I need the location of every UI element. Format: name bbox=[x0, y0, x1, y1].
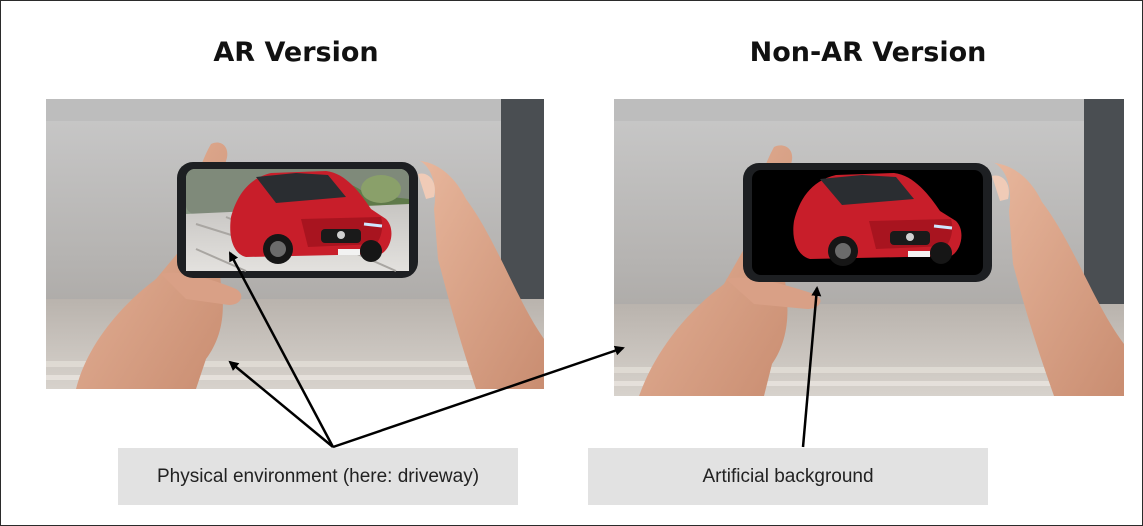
non-ar-version-title: Non-AR Version bbox=[749, 37, 987, 68]
arrow-to-ar-driveway bbox=[228, 360, 334, 448]
ar-photo-illustration bbox=[46, 99, 544, 389]
arrow-to-artificial-background bbox=[801, 286, 822, 448]
arrow-to-ar-screen bbox=[228, 251, 335, 448]
arrow-to-non-ar-photo bbox=[332, 345, 625, 449]
non-ar-photo-illustration bbox=[614, 99, 1124, 396]
physical-environment-caption: Physical environment (here: driveway) bbox=[118, 448, 518, 505]
ar-version-photo bbox=[46, 99, 544, 389]
non-ar-version-photo bbox=[614, 99, 1124, 396]
ar-version-title: AR Version bbox=[213, 37, 379, 68]
artificial-background-caption: Artificial background bbox=[588, 448, 988, 505]
